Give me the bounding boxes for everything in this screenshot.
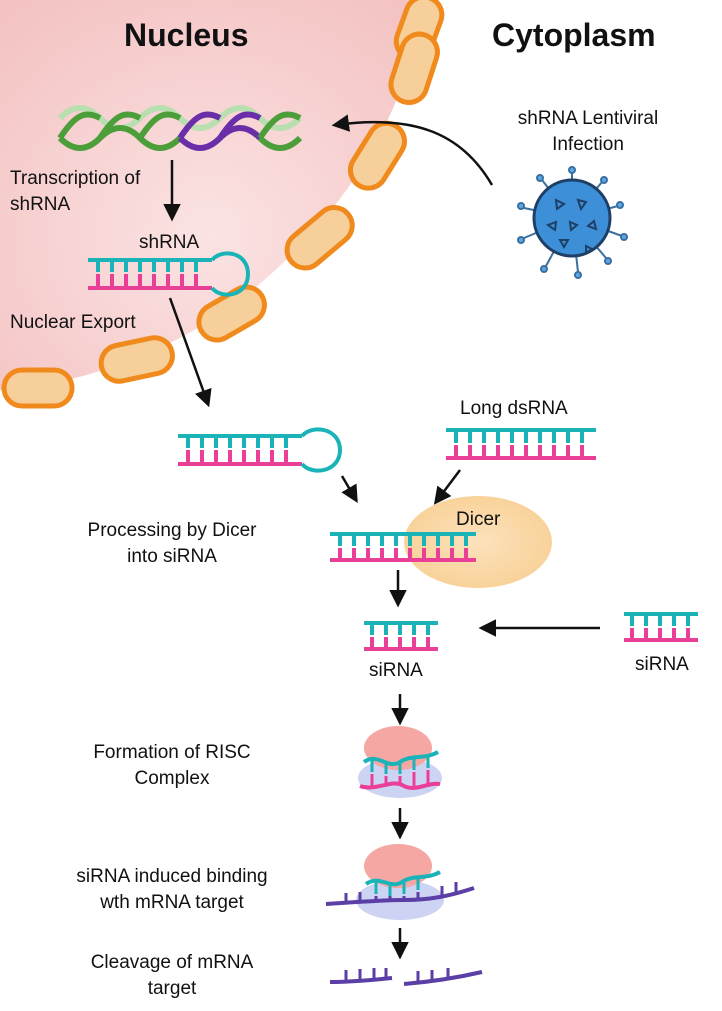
nuclear-membrane xyxy=(1,0,445,409)
long-dsrna-label: Long dsRNA xyxy=(460,398,568,419)
transcription-label-line2: shRNA xyxy=(10,194,71,215)
risc-label: Formation of RISC Complex xyxy=(62,740,282,792)
cleaved-mrna xyxy=(329,968,483,986)
nucleus-heading: Nucleus xyxy=(124,17,249,53)
sirna-right xyxy=(624,612,698,642)
nuclear-export-label: Nuclear Export xyxy=(10,312,136,333)
cleavage-label-line2: target xyxy=(147,978,197,999)
long-dsrna xyxy=(446,428,596,460)
processing-label: Processing by Dicer into siRNA xyxy=(62,518,282,570)
sirna-right-label: siRNA xyxy=(635,654,689,675)
infection-label: shRNA Lentiviral Infection xyxy=(488,106,688,158)
binding-label-line2: wth mRNA target xyxy=(100,892,244,913)
processing-label-line2: into siRNA xyxy=(127,546,217,567)
shrna-label: shRNA xyxy=(139,232,200,253)
shrna-hairpin-cytoplasm xyxy=(178,427,343,473)
transcription-label-line1: Transcription of xyxy=(10,168,141,189)
dsrna-in-dicer xyxy=(330,532,476,562)
sirna-center-label: siRNA xyxy=(369,660,423,681)
dicer-enzyme xyxy=(404,496,552,588)
cleavage-label-line1: Cleavage of mRNA xyxy=(90,952,254,973)
lentivirus xyxy=(517,166,628,279)
risc-label-line2: Complex xyxy=(134,768,210,789)
infection-label-line2: Infection xyxy=(552,134,624,155)
binding-label: siRNA induced binding wth mRNA target xyxy=(42,864,302,916)
cleavage-label: Cleavage of mRNA target xyxy=(62,950,282,1002)
dna-helix xyxy=(57,105,303,151)
dicer-label: Dicer xyxy=(456,509,501,530)
risc-label-line1: Formation of RISC xyxy=(93,742,251,763)
risc-mrna-binding xyxy=(325,844,475,920)
risc-complex xyxy=(358,726,442,798)
sirna-center xyxy=(364,621,438,651)
transcription-label: Transcription of shRNA xyxy=(10,166,140,218)
processing-label-line1: Processing by Dicer xyxy=(87,520,257,541)
process-arrows xyxy=(163,114,600,960)
shrna-hairpin-nucleus xyxy=(88,251,251,297)
nucleus-region xyxy=(0,0,420,390)
binding-label-line1: siRNA induced binding xyxy=(76,866,268,887)
cytoplasm-heading: Cytoplasm xyxy=(492,17,656,53)
infection-label-line1: shRNA Lentiviral xyxy=(517,108,659,129)
